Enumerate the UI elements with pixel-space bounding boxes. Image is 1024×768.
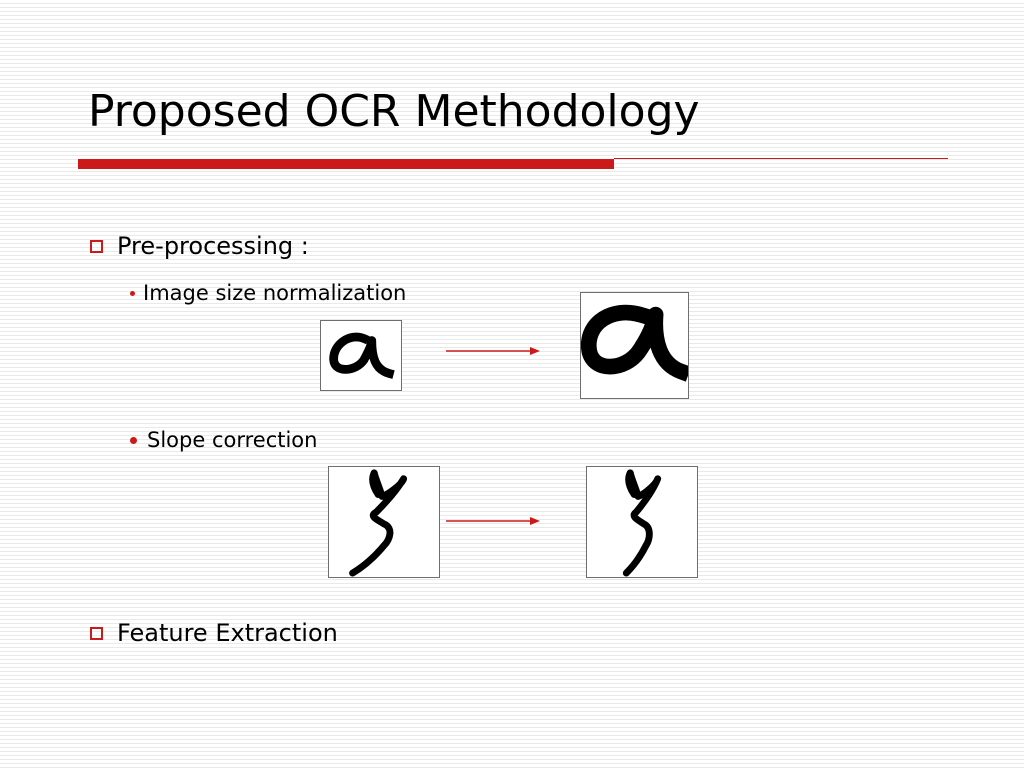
arrow-right-icon	[446, 517, 540, 525]
glyph-3-slanted-image	[328, 466, 440, 578]
hollow-square-icon	[90, 626, 103, 640]
bullet-label: Feature Extraction	[117, 619, 338, 647]
bullet-label: Pre-processing :	[117, 232, 309, 260]
slide-title: Proposed OCR Methodology	[88, 86, 700, 137]
arrow-right-icon	[446, 347, 540, 355]
bullet-preprocessing: Pre-processing :	[90, 231, 309, 261]
subbullet-size-normalization: Image size normalization	[130, 279, 406, 307]
glyph-a-original-image	[320, 320, 402, 391]
subbullet-label: Slope correction	[147, 428, 318, 452]
glyph-3-corrected-image	[586, 466, 698, 578]
subbullet-slope-correction: Slope correction	[130, 426, 317, 454]
title-underline-thin	[614, 158, 948, 159]
bullet-feature-extraction: Feature Extraction	[90, 618, 338, 648]
hollow-square-icon	[90, 239, 103, 253]
title-underline-thick	[78, 159, 614, 169]
subbullet-label: Image size normalization	[143, 281, 407, 305]
dot-icon	[130, 436, 137, 444]
dot-icon	[130, 290, 135, 296]
glyph-a-normalized-image	[580, 292, 689, 399]
